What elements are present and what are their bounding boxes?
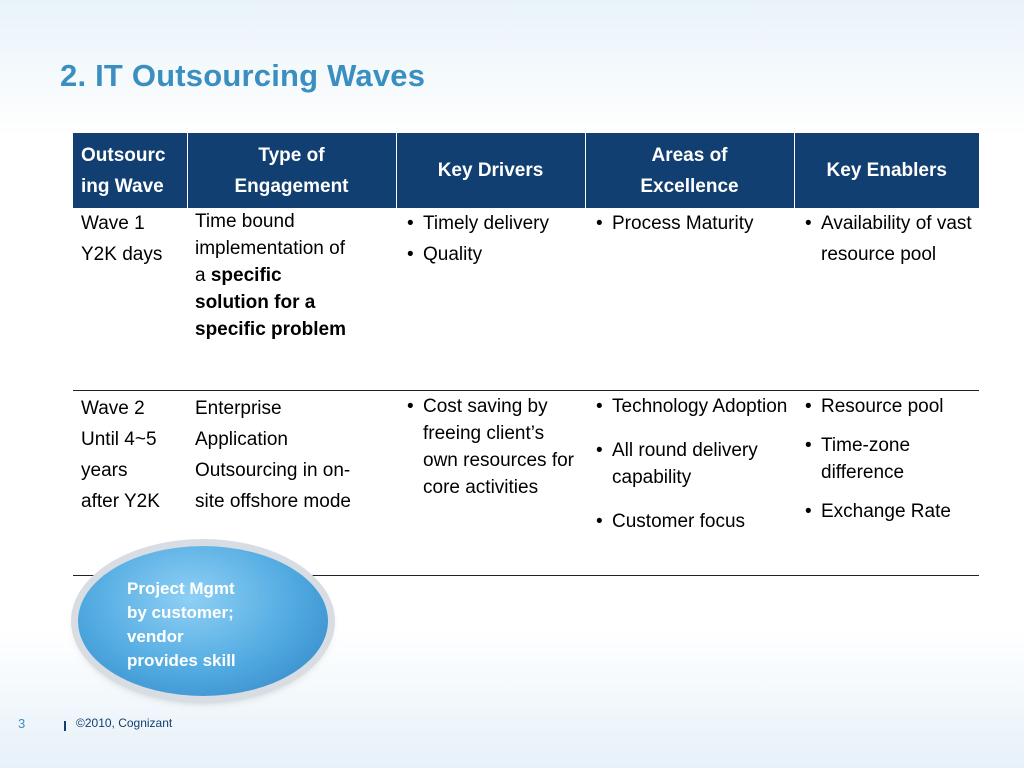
cell-key-enablers: Availability of vast resource pool: [794, 208, 979, 391]
header-key-enablers: Key Enablers: [793, 133, 979, 208]
cell-wave: Wave 1 Y2K days: [73, 208, 187, 391]
list-item: Time-zone difference: [802, 432, 973, 486]
cell-key-drivers: Timely delivery Quality: [396, 208, 585, 391]
footer-divider: [64, 721, 66, 731]
callout-bubble: Project Mgmt by customer; vendor provide…: [78, 546, 328, 696]
cell-areas-of-excellence: Process Maturity: [585, 208, 794, 391]
cell-engagement: Enterprise Application Outsourcing in on…: [187, 390, 396, 576]
list-item: Cost saving by freeing client’s own reso…: [404, 393, 579, 501]
list-item: Quality: [404, 239, 579, 270]
table-row: Wave 1 Y2K days Time bound implementatio…: [73, 208, 979, 391]
page-number: 3: [18, 716, 26, 731]
list-item: Customer focus: [593, 508, 788, 535]
list-item: Exchange Rate: [802, 498, 973, 525]
list-item: Technology Adoption: [593, 393, 788, 420]
outsourcing-waves-table: Outsourc ing Wave Type of Engagement Key…: [73, 133, 979, 576]
list-item: Process Maturity: [593, 208, 788, 239]
list-item: Resource pool: [802, 393, 973, 420]
cell-key-drivers: Cost saving by freeing client’s own reso…: [396, 390, 585, 576]
copyright-text: ©2010, Cognizant: [76, 716, 173, 730]
table-row: Wave 2 Until 4~5 years after Y2K Enterpr…: [73, 390, 979, 576]
slide-title: 2. IT Outsourcing Waves: [60, 58, 426, 93]
header-type-of-engagement: Type of Engagement: [186, 133, 396, 208]
cell-engagement: Time bound implementation of a specific …: [187, 208, 396, 391]
header-outsourcing-wave: Outsourc ing Wave: [73, 133, 187, 208]
list-item: All round delivery capability: [593, 437, 788, 491]
header-key-drivers: Key Drivers: [395, 133, 585, 208]
cell-key-enablers: Resource pool Time-zone difference Excha…: [794, 390, 979, 576]
header-areas-of-excellence: Areas of Excellence: [584, 133, 794, 208]
list-item: Availability of vast resource pool: [802, 208, 973, 270]
slide-footer: 3 ©2010, Cognizant: [0, 712, 1024, 742]
cell-wave: Wave 2 Until 4~5 years after Y2K: [73, 390, 187, 576]
cell-areas-of-excellence: Technology Adoption All round delivery c…: [585, 390, 794, 576]
list-item: Timely delivery: [404, 208, 579, 239]
table-header-row: Outsourc ing Wave Type of Engagement Key…: [73, 133, 979, 208]
